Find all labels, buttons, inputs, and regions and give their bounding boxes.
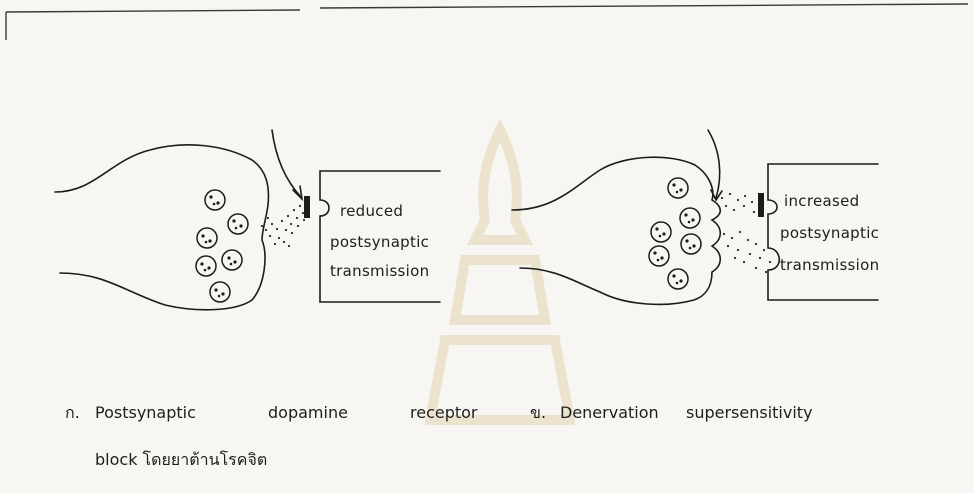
caption-b-word2: supersensitivity [686, 405, 813, 421]
caption-b-word1: Denervation [560, 405, 659, 421]
caption-a-word2: dopamine [268, 405, 348, 421]
panel-b [512, 130, 878, 304]
caption-a-marker: ก. [65, 405, 80, 421]
presynaptic-terminal-b [512, 157, 720, 304]
page-border [6, 4, 968, 40]
receptor-bar-b [758, 193, 764, 217]
label-b-line1: increased [784, 194, 859, 209]
drug-arrow-a [272, 130, 301, 197]
label-a-line3: transmission [330, 264, 429, 279]
arrow-b [708, 130, 720, 198]
caption-a-word3: receptor [410, 405, 478, 421]
caption-a-line2: block โดยยาต้านโรคจิต [95, 452, 267, 468]
caption-b-marker: ข. [530, 405, 546, 421]
label-b-line2: postsynaptic [780, 226, 879, 241]
caption-a-word1: Postsynaptic [95, 405, 196, 421]
receptor-blocker-a [304, 196, 310, 218]
label-a-line1: reduced [340, 204, 403, 219]
vesicles-a [196, 190, 248, 302]
label-b-line3: transmission [780, 258, 879, 273]
label-a-line2: postsynaptic [330, 235, 429, 250]
vesicles-b [649, 178, 701, 289]
